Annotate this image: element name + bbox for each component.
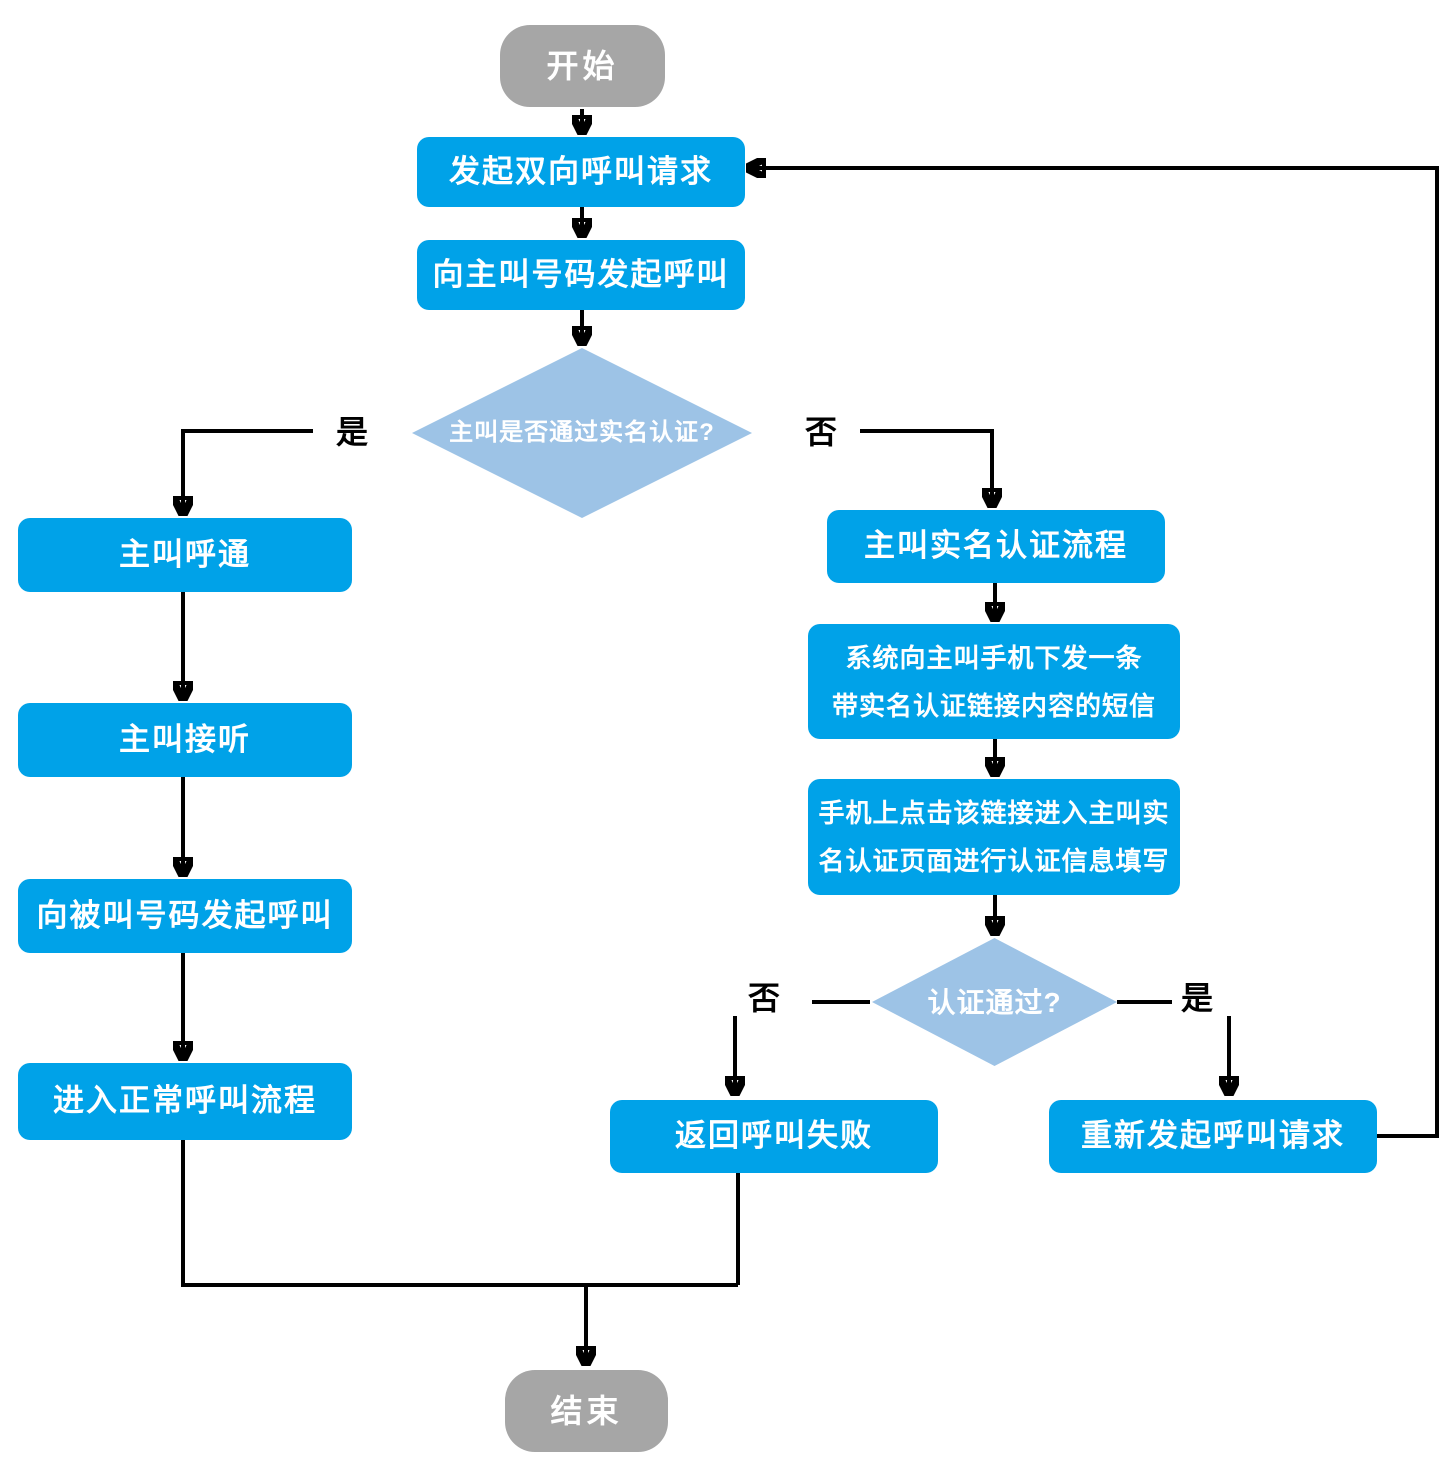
- process-reinitiate-call-label: 重新发起呼叫请求: [1081, 1118, 1345, 1154]
- process-call-callee: 向被叫号码发起呼叫: [18, 879, 352, 953]
- process-return-failure: 返回呼叫失败: [610, 1100, 938, 1173]
- edge-label-auth-no: 否: [743, 973, 785, 1019]
- process-realname-auth-flow: 主叫实名认证流程: [827, 510, 1165, 583]
- process-normal-call-flow-label: 进入正常呼叫流程: [53, 1083, 317, 1119]
- process-initiate-call: 发起双向呼叫请求: [417, 137, 745, 207]
- process-send-sms-line2: 带实名认证链接内容的短信: [831, 690, 1156, 721]
- process-click-link-line2: 名认证页面进行认证信息填写: [818, 846, 1170, 876]
- process-reinitiate-call: 重新发起呼叫请求: [1049, 1100, 1377, 1173]
- decision-caller-verified-label: 主叫是否通过实名认证?: [449, 419, 715, 446]
- process-caller-answers-label: 主叫接听: [119, 721, 251, 757]
- process-return-failure-label: 返回呼叫失败: [675, 1118, 873, 1154]
- start-node: 开始: [500, 25, 665, 107]
- connector-decision1-yes-branch: [183, 429, 313, 512]
- process-call-caller: 向主叫号码发起呼叫: [417, 240, 745, 310]
- edge-label-verified-no: 否: [800, 407, 842, 453]
- process-initiate-call-label: 发起双向呼叫请求: [449, 153, 713, 189]
- process-send-sms: 系统向主叫手机下发一条 带实名认证链接内容的短信: [808, 624, 1180, 739]
- end-label: 结束: [550, 1393, 623, 1429]
- process-call-callee-label: 向被叫号码发起呼叫: [36, 897, 334, 933]
- edge-label-verified-yes: 是: [331, 407, 373, 453]
- process-send-sms-line1: 系统向主叫手机下发一条: [845, 642, 1143, 673]
- process-call-caller-label: 向主叫号码发起呼叫: [432, 256, 730, 292]
- process-realname-auth-flow-label: 主叫实名认证流程: [864, 528, 1128, 564]
- process-caller-connected: 主叫呼通: [18, 518, 352, 592]
- connector-normalflow-to-join: [181, 1140, 738, 1287]
- process-caller-answers: 主叫接听: [18, 703, 352, 777]
- process-caller-connected-label: 主叫呼通: [119, 536, 251, 572]
- decision-auth-passed-label: 认证通过?: [927, 986, 1062, 1018]
- process-normal-call-flow: 进入正常呼叫流程: [18, 1063, 352, 1140]
- process-click-link-line1: 手机上点击该链接进入主叫实: [818, 798, 1170, 828]
- process-click-link: 手机上点击该链接进入主叫实 名认证页面进行认证信息填写: [808, 779, 1180, 895]
- edge-label-auth-yes: 是: [1176, 973, 1218, 1019]
- connector-decision1-no-branch: [860, 429, 992, 504]
- end-node: 结束: [505, 1370, 668, 1452]
- connector-reinitiate-loopback: [750, 168, 1439, 1138]
- start-label: 开始: [546, 48, 619, 84]
